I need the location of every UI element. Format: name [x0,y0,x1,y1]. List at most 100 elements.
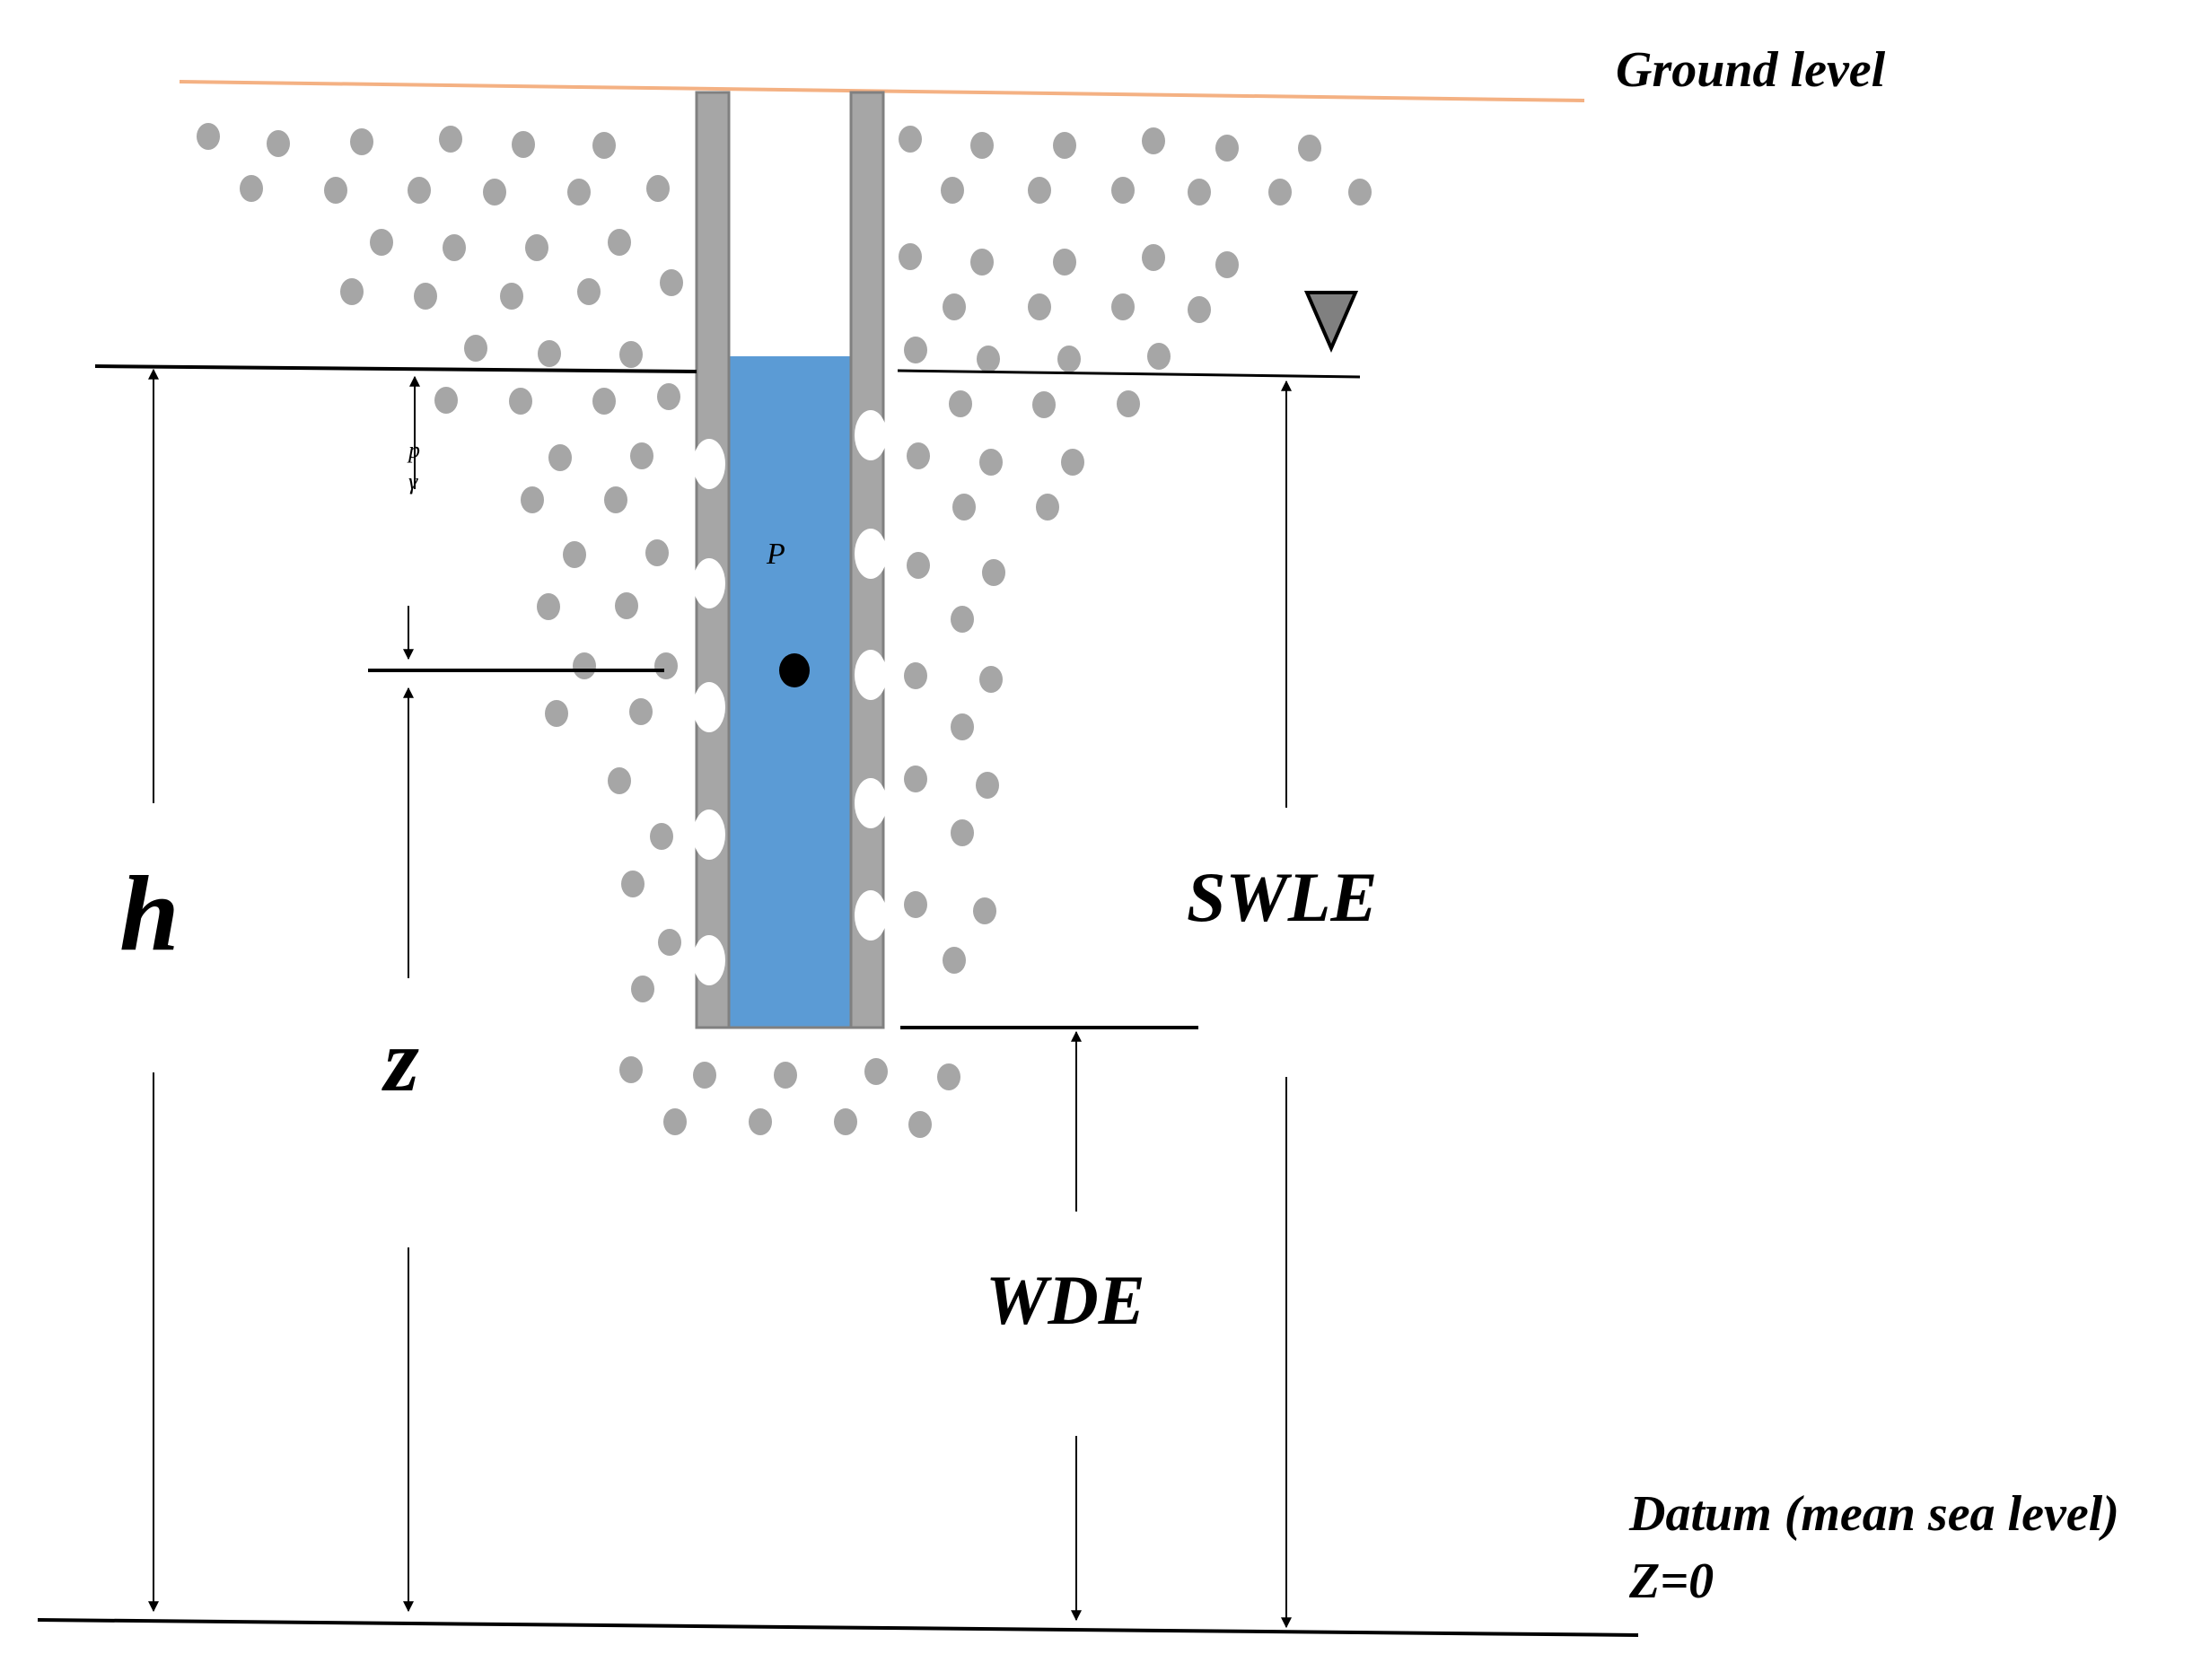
gravel-dot [976,772,999,799]
gravel-dot [1142,127,1165,154]
gravel-dot [1111,293,1135,320]
gravel-dot [630,442,653,469]
gravel-dot [941,177,964,204]
gravel-dot [904,766,927,792]
ground-level-label: Ground level [1616,42,1886,98]
gravel-dot [1053,249,1076,276]
pressure-head-gamma-label: γ [408,468,418,494]
gravel-dot [350,128,373,155]
gravel-dot [1028,177,1051,204]
screen-opening [855,778,887,828]
gravel-dot [937,1063,960,1090]
gravel-dot [464,335,487,362]
gravel-dot [608,767,631,794]
gravel-dot [907,552,930,579]
gravel-dot [864,1058,888,1085]
gravel-dot [509,388,532,415]
gravel-dot [970,132,994,159]
gravel-dot [324,177,347,204]
gravel-dot [1053,132,1076,159]
gravel-dot [1215,135,1239,162]
gravel-dot [631,976,654,1002]
gravel-dot [545,700,568,727]
gravel-dot [834,1108,857,1135]
gravel-dot [525,234,548,261]
gravel-dot [657,383,680,410]
water-column [729,356,851,1028]
gravel-dot [629,698,653,725]
water-table-line-left [94,364,697,373]
gravel-dot [1215,251,1239,278]
gravel-dot [592,132,616,159]
screen-opening [693,935,725,985]
gravel-dot [952,494,976,521]
pressure-label: P [766,538,785,571]
gravel-dot [904,662,927,689]
datum-line [37,1618,1639,1637]
gravel-dot [1028,293,1051,320]
gravel-dot [197,123,220,150]
gravel-dot [615,592,638,619]
gravel-dot [443,234,466,261]
screen-opening [693,439,725,489]
gravel-dot [608,229,631,256]
gravel-dot [660,269,683,296]
gravel-dot [567,179,591,206]
water-table-line-right [897,369,1361,379]
measurement-point [779,653,810,687]
gravel-dot [1032,391,1056,418]
inverted-triangle-icon [1303,291,1359,354]
gravel-dot [904,337,927,363]
gravel-dot [943,293,966,320]
gravel-dot [1036,494,1059,521]
screen-opening [855,410,887,460]
gravel-dot [500,283,523,310]
gravel-dot [943,947,966,974]
gravel-dot [1188,296,1211,323]
gravel-dot [370,229,393,256]
gravel-dot [548,444,572,471]
gravel-dot [577,278,601,305]
gravel-dot [1348,179,1372,206]
gravel-dot [619,1056,643,1083]
gravel-dot [414,283,437,310]
screen-opening [693,558,725,608]
gravel-dot [1142,244,1165,271]
screen-opening [855,890,887,941]
gravel-dot [573,652,596,679]
gravel-dot [621,871,645,897]
gravel-dot [1117,390,1140,417]
gravel-dot [512,131,535,158]
gravel-dot [537,593,560,620]
gravel-dot [973,897,996,924]
gravel-dot [604,486,627,513]
gravel-dot [408,177,431,204]
gravel-dot [619,341,643,368]
gravel-dot [650,823,673,850]
gravel-dot [340,278,364,305]
screen-opening [855,650,887,700]
gravel-dot [899,126,922,153]
gravel-dot [977,346,1000,372]
gravel-dot [1057,346,1081,372]
gravel-dot [1188,179,1211,206]
screen-opening [855,529,887,579]
gravel-dot [538,340,561,367]
gravel-dot [645,539,669,566]
gravel-dot [774,1062,797,1089]
gravel-dot [1268,179,1292,206]
gravel-dot [693,1062,716,1089]
gravel-particles [197,123,1372,1138]
gravel-dot [646,175,670,202]
gravel-dot [904,891,927,918]
gravel-dot [439,126,462,153]
gravel-dot [951,606,974,633]
gravel-dot [1061,449,1084,476]
gravel-dot [982,559,1005,586]
gravel-dot [907,442,930,469]
gravel-dot [1111,177,1135,204]
z-label: z [381,1011,419,1110]
gravel-dot [521,486,544,513]
gravel-dot [899,243,922,270]
